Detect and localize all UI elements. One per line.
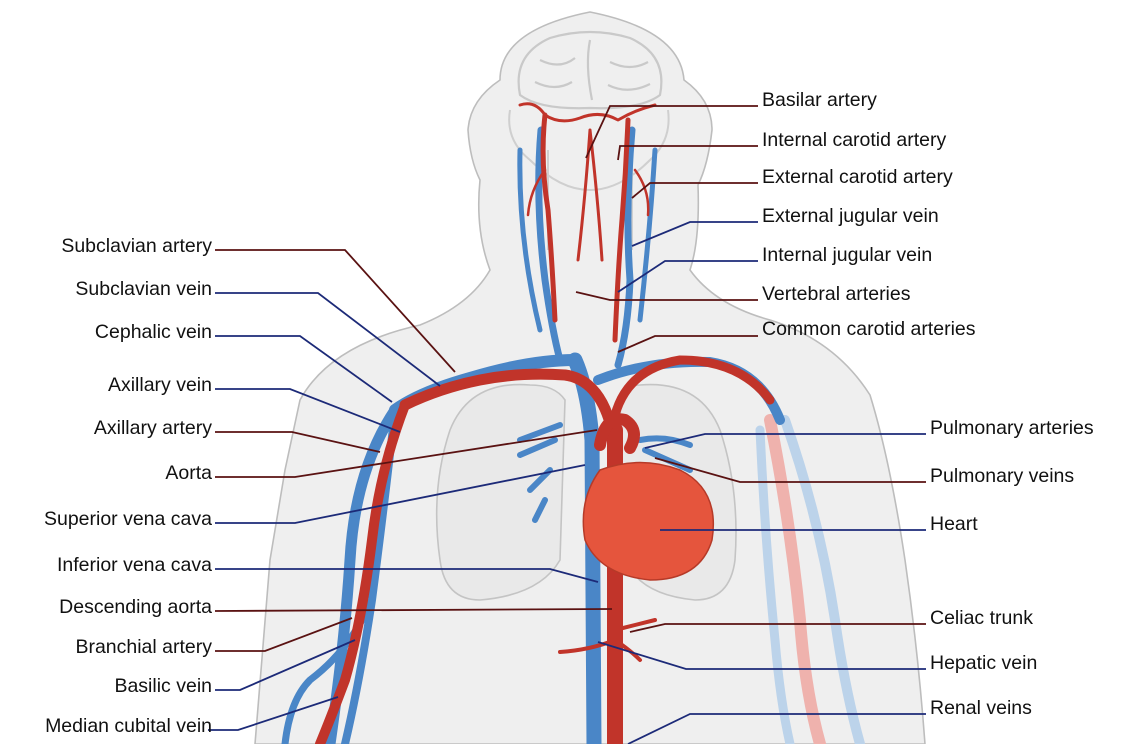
pulmonary-arteries-label: Pulmonary arteries <box>930 417 1094 439</box>
basilar-artery-label: Basilar artery <box>762 89 877 111</box>
heart-label: Heart <box>930 513 978 535</box>
axillary-vein-label: Axillary vein <box>108 374 212 396</box>
heart-shape <box>583 463 713 581</box>
superior-vena-cava-label: Superior vena cava <box>44 508 212 530</box>
basilic-vein-label: Basilic vein <box>114 675 212 697</box>
aorta-label: Aorta <box>165 462 212 484</box>
inferior-vena-cava-label: Inferior vena cava <box>57 554 212 576</box>
subclavian-vein-label: Subclavian vein <box>75 278 212 300</box>
cephalic-vein-label: Cephalic vein <box>95 321 212 343</box>
external-carotid-artery-label: External carotid artery <box>762 166 953 188</box>
renal-veins-label: Renal veins <box>930 697 1032 719</box>
internal-carotid-artery-label: Internal carotid artery <box>762 129 947 151</box>
celiac-trunk-label: Celiac trunk <box>930 607 1033 629</box>
pulmonary-veins-label: Pulmonary veins <box>930 465 1074 487</box>
axillary-artery-label: Axillary artery <box>94 417 212 439</box>
subclavian-artery-label: Subclavian artery <box>61 235 212 257</box>
internal-jugular-vein-label: Internal jugular vein <box>762 244 932 266</box>
branchial-artery-label: Branchial artery <box>75 636 212 658</box>
descending-aorta-label: Descending aorta <box>59 596 212 618</box>
common-carotid-arteries-label: Common carotid arteries <box>762 318 976 340</box>
hepatic-vein-label: Hepatic vein <box>930 652 1037 674</box>
external-jugular-vein-label: External jugular vein <box>762 205 939 227</box>
median-cubital-vein-label: Median cubital vein <box>45 715 212 737</box>
vertebral-arteries-label: Vertebral arteries <box>762 283 911 305</box>
